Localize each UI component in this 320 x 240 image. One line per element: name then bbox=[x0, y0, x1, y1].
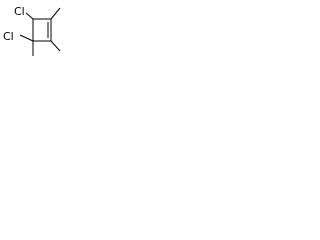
methyl-bond-top-right bbox=[50, 7, 61, 20]
chlorine-bond-upper bbox=[25, 12, 34, 20]
chlorine-bond-lower bbox=[19, 34, 34, 42]
molecule-svg: Cl Cl bbox=[3, 5, 61, 56]
molecule-structure-diagram: Cl Cl bbox=[0, 0, 69, 63]
chlorine-label-lower: Cl bbox=[3, 30, 14, 43]
chlorine-label-upper: Cl bbox=[14, 5, 25, 18]
methyl-bond-bottom-right bbox=[50, 40, 61, 52]
